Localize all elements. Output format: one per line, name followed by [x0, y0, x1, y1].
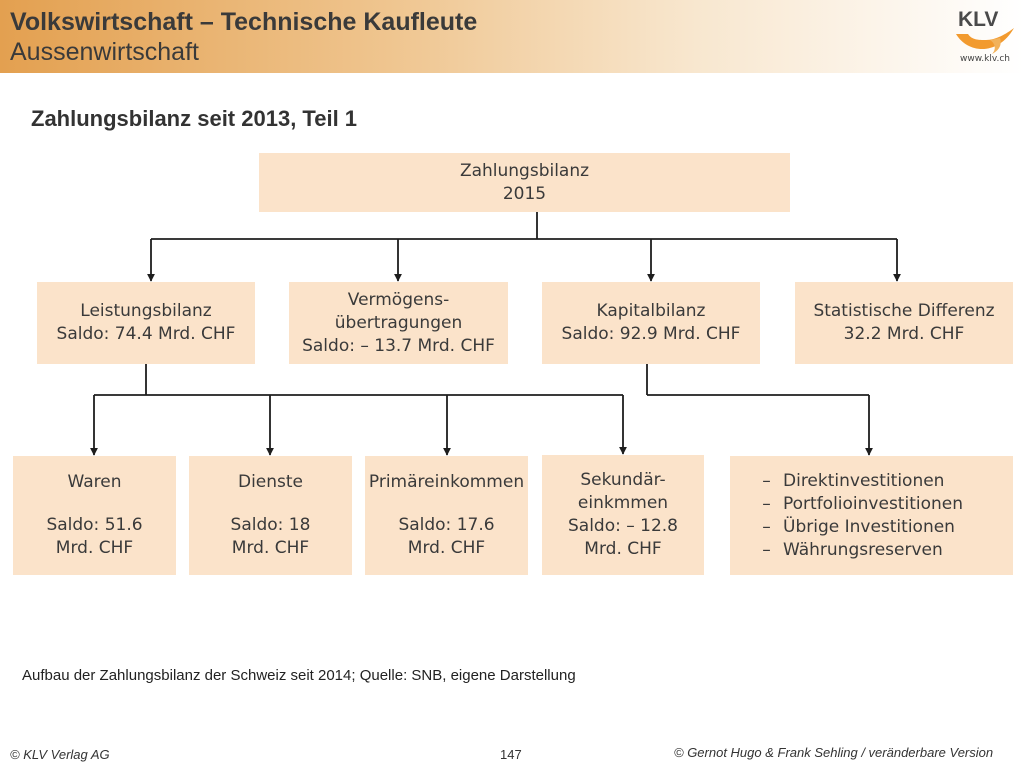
list-dash: –	[762, 470, 771, 491]
box-unit: Mrd. CHF	[584, 539, 662, 559]
box-value: Saldo: 18	[230, 515, 311, 535]
list-item: – Direktinvestitionen	[750, 470, 944, 493]
list-dash: –	[762, 539, 771, 560]
box-year: 2015	[502, 183, 547, 204]
list-dash: –	[762, 493, 771, 514]
list-item: – Portfolioinvestitionen	[750, 493, 963, 516]
box-label: Vermögens-	[347, 289, 450, 310]
logo-text: KLV	[958, 8, 998, 31]
box-label: Statistische Differenz	[813, 301, 995, 321]
list-item-label: Übrige Investitionen	[783, 516, 955, 537]
list-dash: –	[762, 516, 771, 537]
box-primaereinkommen: Primäreinkommen Saldo: 17.6 Mrd. CHF	[365, 456, 528, 575]
box-kapital-items: – Direktinvestitionen – Portfolioinvesti…	[730, 456, 1013, 575]
header-subtitle: Aussenwirtschaft	[10, 38, 199, 66]
box-label: Primäreinkommen	[368, 472, 525, 492]
box-value: Saldo: 17.6	[398, 515, 495, 535]
list-item: – Währungsreserven	[750, 539, 943, 562]
klv-logo: KLV	[956, 8, 1014, 54]
box-label: Sekundär-	[580, 470, 666, 490]
box-unit: Mrd. CHF	[55, 538, 134, 558]
box-value: 32.2 Mrd. CHF	[843, 324, 965, 344]
box-label-cont: übertragungen	[334, 312, 463, 333]
figure-caption: Aufbau der Zahlungsbilanz der Schweiz se…	[22, 667, 576, 684]
box-statistische-differenz: Statistische Differenz 32.2 Mrd. CHF	[795, 282, 1013, 364]
box-waren: Waren Saldo: 51.6 Mrd. CHF	[13, 456, 176, 575]
page-number: 147	[500, 747, 522, 762]
box-value: Saldo: – 13.7 Mrd. CHF	[302, 335, 495, 356]
box-value: Saldo: 74.4 Mrd. CHF	[56, 324, 236, 344]
box-label: Kapitalbilanz	[596, 301, 706, 321]
box-dienste: Dienste Saldo: 18 Mrd. CHF	[189, 456, 352, 575]
logo-url: www.klv.ch	[960, 54, 1010, 64]
box-label: Leistungsbilanz	[80, 301, 212, 321]
header-title: Volkswirtschaft – Technische Kaufleute	[10, 8, 478, 36]
list-item-label: Portfolioinvestitionen	[783, 493, 963, 514]
slide-title: Zahlungsbilanz seit 2013, Teil 1	[31, 106, 358, 131]
footer-authors: © Gernot Hugo & Frank Sehling / veränder…	[674, 745, 994, 760]
box-value: Saldo: 51.6	[46, 515, 143, 535]
box-unit: Mrd. CHF	[407, 538, 486, 558]
box-zahlungsbilanz: Zahlungsbilanz 2015	[259, 153, 790, 212]
box-kapitalbilanz: Kapitalbilanz Saldo: 92.9 Mrd. CHF	[542, 282, 760, 364]
box-value: Saldo: 92.9 Mrd. CHF	[561, 324, 741, 344]
box-label: Dienste	[237, 472, 304, 492]
box-sekundaereinkommen: Sekundär- einkmmen Saldo: – 12.8 Mrd. CH…	[542, 455, 704, 575]
list-item-label: Direktinvestitionen	[783, 470, 945, 491]
header-banner	[0, 0, 1024, 73]
box-label: Zahlungsbilanz	[459, 160, 590, 181]
box-label: Waren	[67, 472, 122, 492]
box-leistungsbilanz: Leistungsbilanz Saldo: 74.4 Mrd. CHF	[37, 282, 255, 364]
logo-swoosh-tail-icon	[990, 38, 1001, 54]
box-value: Saldo: – 12.8	[567, 516, 678, 536]
footer-copyright: © KLV Verlag AG	[10, 747, 110, 762]
list-item: – Übrige Investitionen	[750, 516, 955, 539]
box-unit: Mrd. CHF	[231, 538, 310, 558]
list-item-label: Währungsreserven	[783, 539, 943, 560]
box-vermoegensuebertragungen: Vermögens- übertragungen Saldo: – 13.7 M…	[289, 282, 508, 364]
box-label-cont: einkmmen	[577, 493, 669, 513]
